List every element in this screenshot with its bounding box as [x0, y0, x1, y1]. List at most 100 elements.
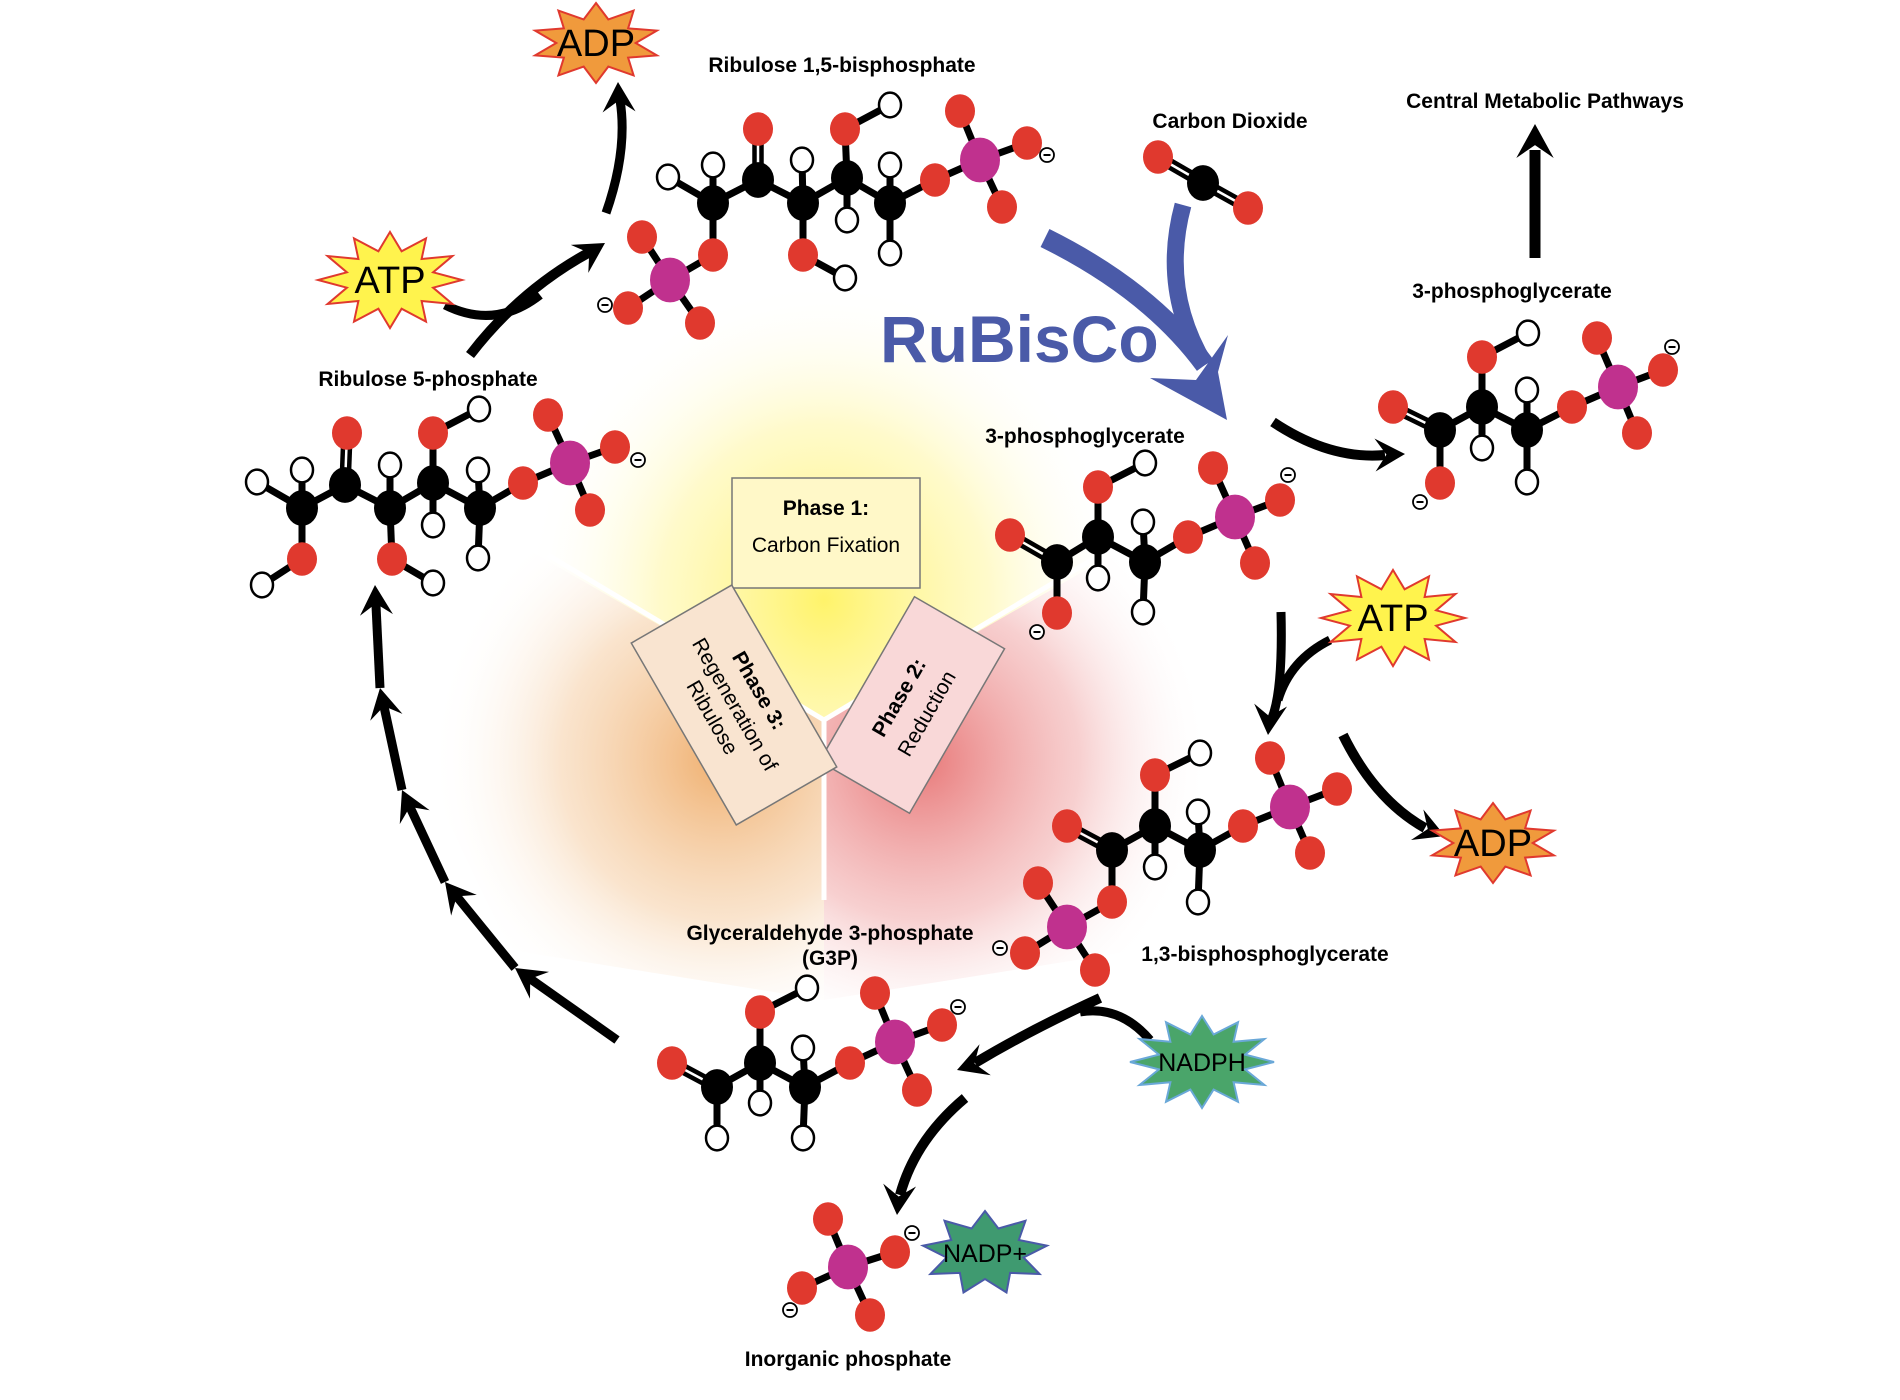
molecule-pga-right [1378, 319, 1680, 510]
regeneration-arrow-segment [515, 968, 620, 1044]
oxygen-atom [1582, 321, 1612, 355]
phase3-box[interactable]: Phase 3: Regeneration of Ribulose [630, 584, 838, 826]
arrow-atp-right-in [1273, 635, 1333, 702]
atoms [787, 1202, 910, 1332]
negative-charge-icon [1039, 147, 1055, 163]
atoms [1378, 319, 1678, 500]
oxygen-atom [1143, 140, 1173, 174]
arrowhead [515, 968, 550, 999]
star-shape [531, 1, 661, 85]
negative-charge-icon [1029, 624, 1045, 640]
arrowhead [399, 790, 430, 825]
carbon-atom [1511, 412, 1543, 448]
hydrogen-atom [1514, 376, 1540, 404]
oxygen-atom [788, 238, 818, 272]
arrow-pga-to-pga-right [1270, 417, 1405, 472]
phase2-box[interactable]: Phase 2: Reduction [818, 595, 1006, 815]
phase1-title: Phase 1: [783, 497, 869, 520]
label-co2: Carbon Dioxide [1152, 110, 1307, 133]
arrowhead [370, 688, 403, 721]
carbon-atom [789, 1069, 821, 1105]
carbon-atom [1041, 544, 1073, 580]
hydrogen-atom [1515, 319, 1541, 347]
oxygen-atom [1622, 416, 1652, 450]
oxygen-atom [685, 306, 715, 340]
label-rubp: Ribulose 1,5-bisphosphate [708, 54, 975, 77]
regeneration-arrow-segment [370, 688, 407, 791]
oxygen-atom [1467, 340, 1497, 374]
hydrogen-atom [1130, 598, 1156, 626]
nadph-star-label: NADPH [1158, 1049, 1246, 1077]
arrow-adp-right-out [1338, 732, 1445, 841]
oxygen-atom [1023, 866, 1053, 900]
adp-right-star: ADP [1428, 801, 1558, 885]
carbon-atom [1096, 832, 1128, 868]
oxygen-atom [508, 466, 538, 500]
arrows-layer [359, 82, 1554, 1215]
negative-charge-icon [597, 297, 613, 313]
oxygen-atom [1012, 126, 1042, 160]
oxygen-atom [698, 238, 728, 272]
oxygen-atom [1295, 836, 1325, 870]
carbon-atom [831, 160, 863, 196]
hydrogen-atom [794, 974, 820, 1002]
carbon-atom [1466, 389, 1498, 425]
phase1-box[interactable]: Phase 1: Carbon Fixation [731, 477, 921, 589]
arrowhead [1254, 703, 1288, 735]
hydrogen-atom [465, 544, 491, 572]
arrow-shaft [466, 247, 593, 359]
arrowhead [359, 585, 393, 616]
oxygen-atom [987, 190, 1017, 224]
arrowhead [570, 243, 605, 273]
arrow-shaft [442, 291, 543, 320]
nadph-star: NADPH [1129, 1014, 1275, 1110]
hydrogen-atom [790, 1124, 816, 1152]
hydrogen-atom [465, 456, 491, 484]
oxygen-atom [1097, 885, 1127, 919]
hydrogen-atom [700, 151, 726, 179]
hydrogen-atom [655, 163, 681, 191]
hydrogen-atom [1132, 449, 1158, 477]
phosphorus-atom [1270, 784, 1310, 830]
carbon-atom [1129, 544, 1161, 580]
label-g3p-line1: Glyceraldehyde 3-phosphate [686, 922, 973, 945]
label-ru5p: Ribulose 5-phosphate [318, 368, 537, 391]
oxygen-atom [920, 163, 950, 197]
rubisco-label: RuBisCo [880, 302, 1159, 376]
hydrogen-atom [747, 1089, 773, 1117]
oxygen-atom [995, 518, 1025, 552]
atoms [244, 395, 630, 599]
oxygen-atom [287, 542, 317, 576]
hydrogen-atom [1187, 739, 1213, 767]
hydrogen-atom [249, 571, 275, 599]
arrow-ru5p-to-rubp [466, 243, 605, 359]
oxygen-atom [418, 416, 448, 450]
nadp-star: NADP+ [919, 1209, 1051, 1295]
oxygen-atom [1378, 390, 1408, 424]
carbon-atom [697, 185, 729, 221]
atoms [657, 974, 957, 1152]
oxygen-atom [813, 1202, 843, 1236]
carbon-atom [701, 1069, 733, 1105]
oxygen-atom [377, 542, 407, 576]
oxygen-atom [1255, 741, 1285, 775]
regeneration-arrow-segment [399, 790, 450, 884]
arrow-shaft [1338, 732, 1428, 833]
atoms [1010, 739, 1352, 987]
adp-top-star-label: ADP [557, 23, 635, 65]
atp-right-star-label: ATP [1357, 598, 1428, 640]
molecule-rubp [597, 91, 1055, 340]
negative-charge-icon [1280, 467, 1296, 483]
oxygen-atom [927, 1008, 957, 1042]
negative-charge-icon [950, 999, 966, 1015]
phosphorus-atom [828, 1244, 868, 1290]
carbon-atom [1424, 412, 1456, 448]
arrowhead [1374, 438, 1405, 472]
nadp-star-label: NADP+ [943, 1240, 1027, 1268]
phosphorus-atom [960, 137, 1000, 183]
oxygen-atom [1140, 758, 1170, 792]
oxygen-atom [575, 493, 605, 527]
oxygen-atom [1052, 809, 1082, 843]
oxygen-atom [1042, 596, 1072, 630]
oxygen-atom [1173, 520, 1203, 554]
